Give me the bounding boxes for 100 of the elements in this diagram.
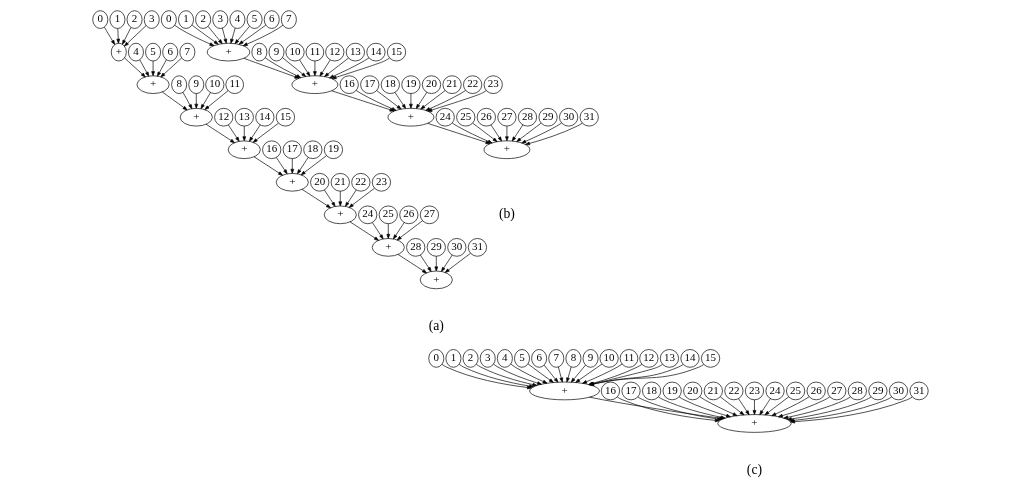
arrow (290, 158, 295, 174)
arrow (329, 57, 370, 79)
node-circle: 23 (744, 381, 764, 401)
arrow (419, 254, 432, 272)
node-circle: 15 (275, 107, 295, 127)
arrow (297, 157, 309, 175)
label: (b) (498, 206, 515, 222)
arrow (207, 25, 223, 44)
node-ellipse: 1 (109, 10, 126, 29)
arrow (300, 155, 327, 176)
arrow (157, 59, 167, 77)
node-ellipse: 4 (229, 10, 246, 29)
node-ellipse: 9 (582, 349, 599, 368)
node-circle: 21 (442, 75, 462, 94)
node-circle: 21 (330, 173, 350, 192)
node-circle: 15 (701, 349, 721, 368)
node-circle: 30 (888, 381, 908, 401)
arrow (472, 122, 498, 142)
arrow (191, 24, 219, 45)
arrow (299, 59, 311, 77)
arrow (566, 366, 572, 383)
node-circle: 22 (463, 75, 483, 94)
node-ellipse: 9 (188, 75, 205, 94)
node-circle: 26 (476, 107, 496, 127)
node-ellipse: 6 (162, 42, 179, 62)
arrow (200, 92, 211, 109)
node-circle: 31 (467, 238, 487, 257)
arrow (490, 124, 502, 142)
arrow (301, 188, 331, 209)
node-ellipse: 4 (496, 349, 513, 368)
node-circle: 13 (345, 42, 365, 62)
arrow (249, 124, 261, 142)
node-circle: 31 (579, 107, 599, 127)
arrow (617, 396, 720, 423)
arrow (386, 223, 391, 239)
node-circle: 11 (305, 42, 325, 62)
node-ellipse: 1 (445, 349, 462, 368)
node-circle: 25 (786, 381, 806, 401)
arrow (234, 25, 250, 44)
arrow (527, 363, 554, 383)
node-circle: 17 (360, 75, 380, 94)
arrow (409, 93, 413, 109)
arrow (588, 364, 663, 386)
arrow (338, 190, 343, 207)
arrow (582, 363, 623, 384)
arrow (415, 91, 428, 109)
node-circle: 29 (538, 107, 558, 127)
node-ellipse: 8 (565, 349, 582, 368)
node-circle: 21 (703, 381, 723, 401)
arrow (434, 255, 439, 272)
arrow (476, 363, 538, 387)
node-circle: 14 (366, 42, 386, 62)
node-circle: 19 (401, 75, 421, 94)
arrow (194, 93, 199, 109)
node-ellipse: 7 (280, 10, 297, 29)
arrow (204, 90, 229, 110)
node-ellipse: 6 (263, 10, 280, 29)
arrow (323, 189, 336, 207)
arrow (222, 27, 228, 44)
arrow (764, 396, 789, 416)
node-ellipse: 2 (462, 349, 479, 368)
node-circle: 14 (680, 349, 700, 368)
node-circle: 29 (426, 238, 446, 257)
node-circle: 10 (205, 75, 225, 94)
arrow (160, 57, 183, 78)
arrow (331, 90, 395, 112)
node-circle: 27 (497, 107, 517, 127)
node-circle: 23 (371, 173, 391, 192)
node-circle: 22 (351, 173, 371, 192)
node-ellipse: 5 (145, 42, 161, 62)
arrow (205, 123, 235, 144)
arrow (174, 24, 215, 46)
node-circle: 16 (262, 140, 282, 159)
arrow (345, 189, 357, 207)
arrow (441, 254, 453, 272)
node-circle: 24 (435, 107, 455, 127)
node-ellipse: 3 (479, 349, 496, 368)
arrow (104, 26, 116, 45)
node-circle: 13 (234, 107, 254, 127)
node-circle: 11 (619, 349, 639, 368)
arrow (637, 396, 722, 421)
node-ellipse: 7 (179, 42, 196, 62)
arrow (505, 125, 509, 142)
node-circle: 17 (282, 140, 302, 159)
node-ellipse: 9 (268, 42, 285, 62)
node-ellipse: 3 (143, 10, 160, 29)
arrow (511, 124, 524, 142)
arrow (313, 60, 317, 77)
node-circle: 28 (517, 107, 537, 127)
arrow (238, 24, 266, 45)
arrow (227, 124, 240, 142)
arrow (493, 363, 542, 385)
arrow (230, 27, 236, 44)
node-circle: 20 (683, 381, 703, 401)
node-circle: 27 (419, 205, 439, 225)
arrow (349, 221, 379, 241)
node-circle: 16 (600, 381, 620, 401)
node-circle: 30 (559, 107, 579, 127)
node-ellipse: 0 (428, 349, 445, 368)
arrow (376, 90, 402, 110)
